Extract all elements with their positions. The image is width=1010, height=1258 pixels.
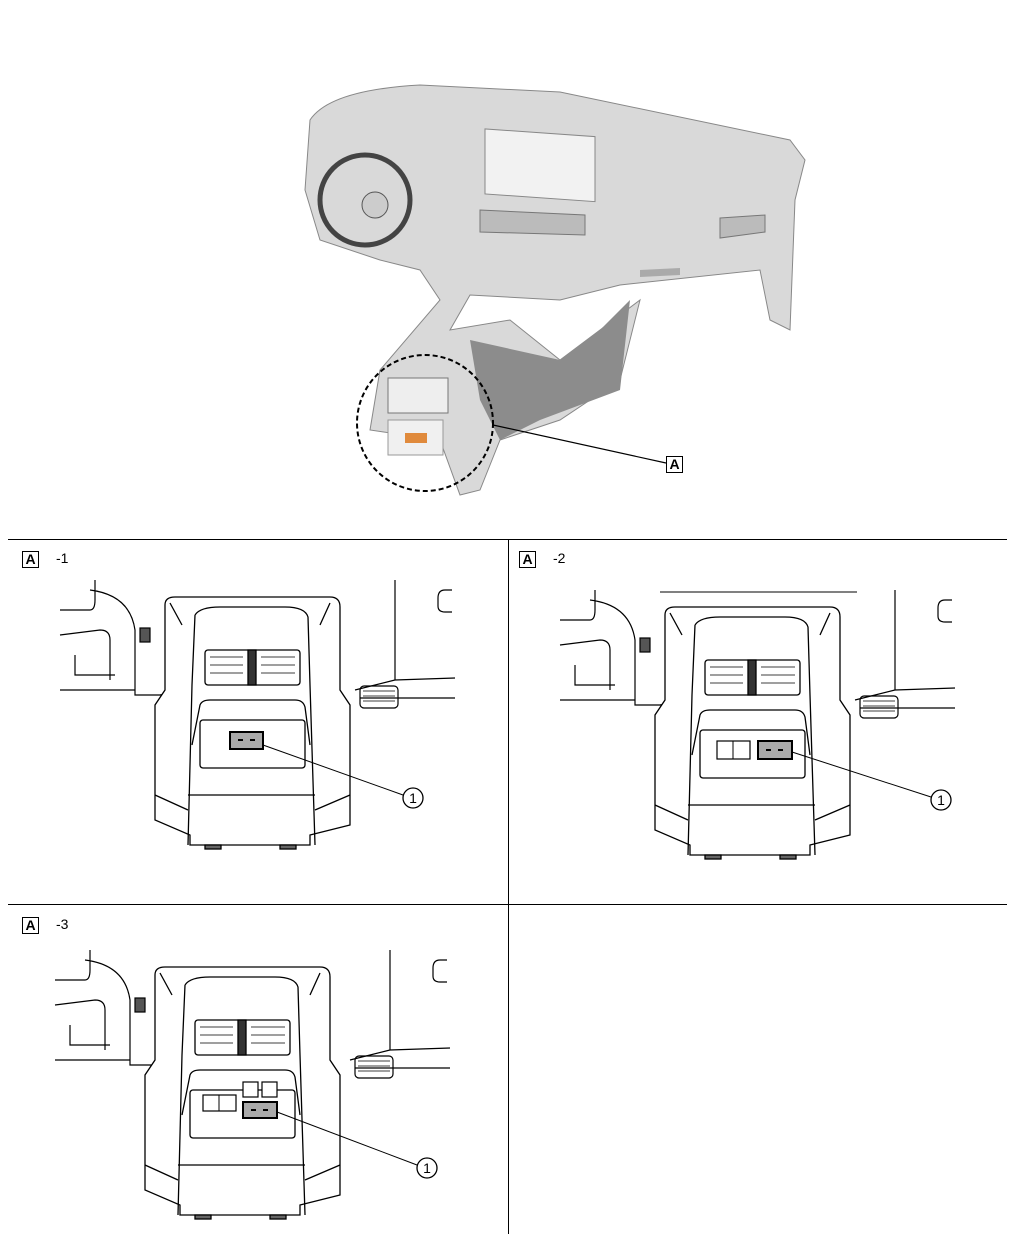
overview-illustration <box>304 84 806 496</box>
callout-number: 1 <box>409 790 417 806</box>
callout-circle <box>930 789 952 811</box>
panel-suffix: -2 <box>553 550 566 566</box>
detail-circle <box>356 354 494 492</box>
callout-circle <box>416 1157 438 1179</box>
leader-line <box>492 424 667 464</box>
callout-number: 1 <box>937 792 945 808</box>
callout-number: 1 <box>423 1160 431 1176</box>
divider <box>508 539 509 1234</box>
panel-label: A <box>519 551 536 568</box>
usb-port <box>229 731 264 750</box>
panel-suffix: -1 <box>56 550 69 566</box>
usb-port-highlight <box>405 433 427 443</box>
panel-label: A <box>22 551 39 568</box>
usb-port <box>242 1101 278 1119</box>
divider <box>8 539 1007 540</box>
usb-port <box>757 740 793 760</box>
callout-circle <box>402 787 424 809</box>
callout-label-a: A <box>666 456 683 473</box>
panel-label: A <box>22 917 39 934</box>
divider <box>8 904 1007 905</box>
panel-suffix: -3 <box>56 916 69 932</box>
